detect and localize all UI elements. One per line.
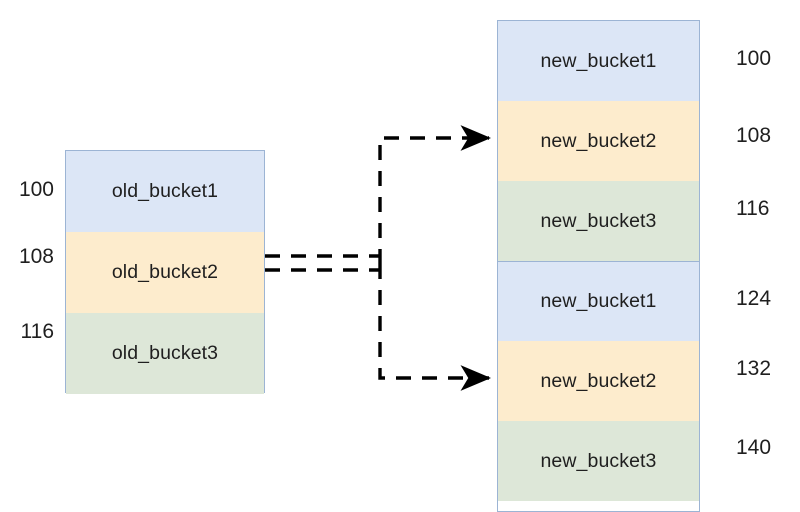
new-bucket-row-1-label: new_bucket1 (540, 49, 657, 72)
old-bucket-row-2-label: old_bucket2 (111, 261, 219, 283)
new-bucket-row-4-label: new_bucket1 (540, 290, 657, 312)
new-bucket-row-6-label: new_bucket3 (540, 449, 657, 472)
old-bucket-row-3[interactable]: old_bucket3 (66, 313, 264, 394)
new-bucket-row-4[interactable]: new_bucket1 (498, 261, 699, 341)
new-bucket-address-2: 108 (736, 124, 772, 147)
new-bucket-row-6[interactable]: new_bucket3 (498, 421, 699, 501)
new-bucket-row-2[interactable]: new_bucket2 (498, 101, 699, 181)
connector-branch-to-new-bucket2-108 (378, 125, 492, 264)
old-bucket-address-2: 108 (18, 245, 54, 268)
new-bucket-row-5[interactable]: new_bucket2 (498, 341, 699, 421)
old-bucket-table: old_bucket1 old_bucket2 old_bucket3 (65, 150, 265, 394)
new-bucket-row-1[interactable]: new_bucket1 (498, 21, 699, 101)
new-bucket-row-3-label: new_bucket3 (540, 209, 657, 232)
new-bucket-address-1: 100 (736, 47, 772, 70)
new-bucket-table: new_bucket1 new_bucket2 new_bucket3 new_… (497, 20, 700, 512)
old-bucket-row-1-label: old_bucket1 (111, 180, 219, 202)
old-bucket-address-1: 100 (18, 178, 54, 201)
new-bucket-row-5-label: new_bucket2 (540, 369, 657, 392)
new-bucket-address-6: 140 (736, 436, 772, 459)
new-bucket-address-3: 116 (736, 197, 770, 220)
old-bucket-row-3-label: old_bucket3 (111, 342, 219, 364)
new-bucket-row-2-label: new_bucket2 (540, 129, 657, 152)
new-bucket-row-3[interactable]: new_bucket3 (498, 181, 699, 261)
connector-branch-to-new-bucket2-132 (378, 264, 492, 391)
old-bucket-row-1[interactable]: old_bucket1 (66, 151, 264, 232)
old-bucket-address-3: 116 (20, 320, 54, 343)
new-bucket-address-5: 132 (736, 357, 772, 380)
new-bucket-address-4: 124 (736, 287, 772, 310)
old-bucket-row-2[interactable]: old_bucket2 (66, 232, 264, 313)
diagram-canvas: old_bucket1 old_bucket2 old_bucket3 100 … (18, 20, 772, 512)
